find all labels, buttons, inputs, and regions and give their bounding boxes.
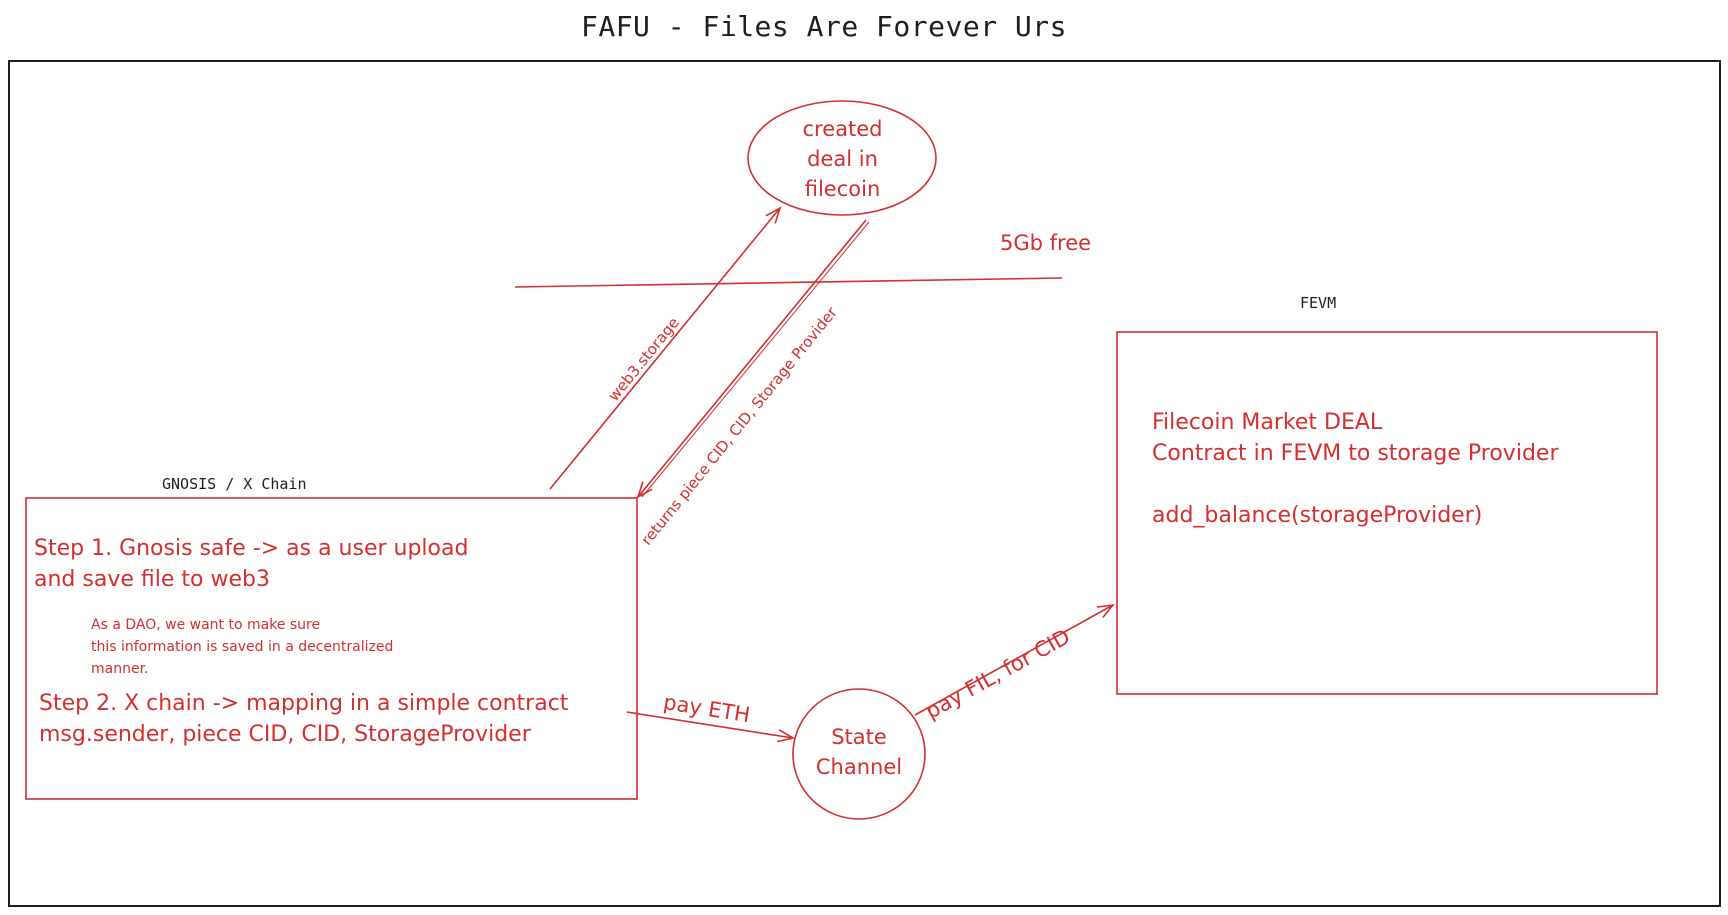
step-1-text: Step 1. Gnosis safe -> as a user upload …: [34, 533, 468, 595]
dao-note-line: this information is saved in a decentral…: [91, 639, 394, 655]
diagram-title: FAFU - Files Are Forever Urs: [580, 10, 1067, 43]
upload-arrow: [549, 208, 780, 490]
fevm-line: add_balance(storageProvider): [1152, 503, 1483, 528]
step-2-line: Step 2. X chain -> mapping in a simple c…: [39, 691, 569, 716]
outer-frame: [8, 60, 1721, 907]
fevm-label: FEVM: [1300, 294, 1337, 312]
step-1-line: Step 1. Gnosis safe -> as a user upload: [34, 536, 469, 561]
returns-arrow: [638, 219, 867, 497]
fevm-line: Filecoin Market DEAL: [1152, 410, 1383, 435]
pay-fil-arrow: [914, 605, 1113, 716]
fevm-line: Contract in FEVM to storage Provider: [1152, 441, 1559, 466]
filecoin-node-text: created deal in filecoin: [770, 114, 915, 204]
state-channel-text: State Channel: [800, 722, 918, 782]
free-tier-label: 5Gb free: [1000, 231, 1092, 255]
filecoin-node-line: created: [802, 117, 883, 141]
gnosis-x-chain-label: GNOSIS / X Chain: [162, 475, 307, 493]
dao-note-text: As a DAO, we want to make sure this info…: [91, 614, 393, 680]
pay-eth-arrow: [626, 711, 793, 738]
state-channel-node: [792, 688, 926, 820]
state-channel-line: Channel: [815, 755, 903, 779]
returns-arrow-double-stroke: [641, 221, 870, 498]
fevm-contract-text: Filecoin Market DEAL Contract in FEVM to…: [1152, 407, 1558, 531]
fevm-box: [1116, 331, 1658, 695]
filecoin-node-line: filecoin: [804, 177, 881, 201]
free-tier-divider-line: [514, 277, 1063, 288]
filecoin-deal-node: [747, 100, 937, 216]
dao-note-line: manner.: [91, 661, 149, 677]
filecoin-node-line: deal in: [807, 147, 878, 171]
step-2-text: Step 2. X chain -> mapping in a simple c…: [39, 688, 568, 750]
state-channel-line: State: [831, 725, 887, 749]
step-1-line: and save file to web3: [34, 567, 270, 592]
gnosis-x-chain-box: [25, 497, 638, 800]
step-2-line: msg.sender, piece CID, CID, StorageProvi…: [39, 722, 531, 747]
dao-note-line: As a DAO, we want to make sure: [91, 617, 321, 633]
